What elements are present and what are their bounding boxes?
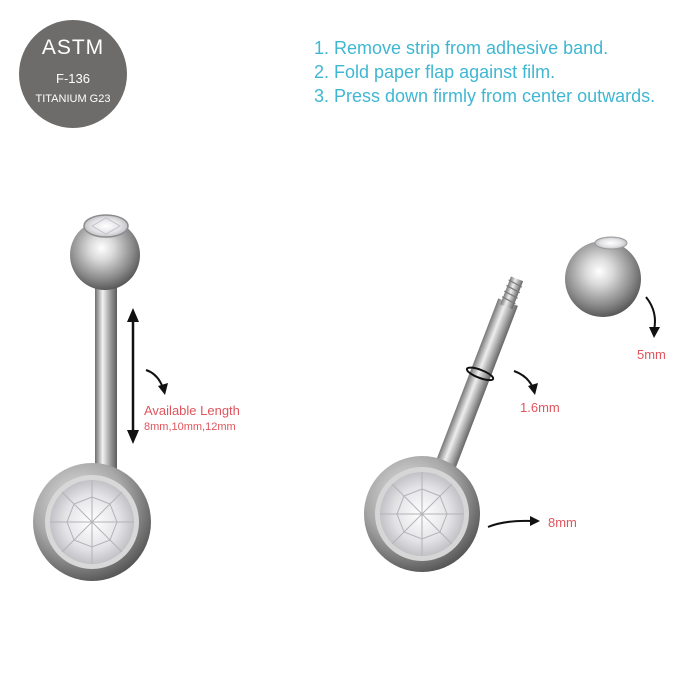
callout-arrows — [487, 296, 656, 528]
disassembled-barbell — [364, 236, 641, 572]
badge-code: F-136 — [56, 71, 90, 86]
bar-thickness-label: 1.6mm — [520, 400, 560, 415]
available-length-values: 8mm,10mm,12mm — [144, 421, 236, 433]
instruction-step-1: 1. Remove strip from adhesive band. — [314, 38, 609, 58]
available-length-label: Available Length — [144, 403, 240, 418]
bottom-gem-size-label: 8mm — [548, 515, 577, 530]
available-length-arrow — [127, 308, 168, 444]
astm-badge: ASTM F-136 TITANIUM G23 — [19, 20, 127, 128]
badge-standard: ASTM — [41, 36, 105, 59]
instructions-list: 1. Remove strip from adhesive band. 2. F… — [314, 36, 655, 108]
top-ball-size-label: 5mm — [637, 347, 666, 362]
instruction-step-3: 3. Press down firmly from center outward… — [314, 86, 656, 106]
badge-material: TITANIUM G23 — [35, 93, 111, 105]
assembled-barbell — [33, 214, 151, 581]
instruction-step-2: 2. Fold paper flap against film. — [314, 62, 556, 82]
